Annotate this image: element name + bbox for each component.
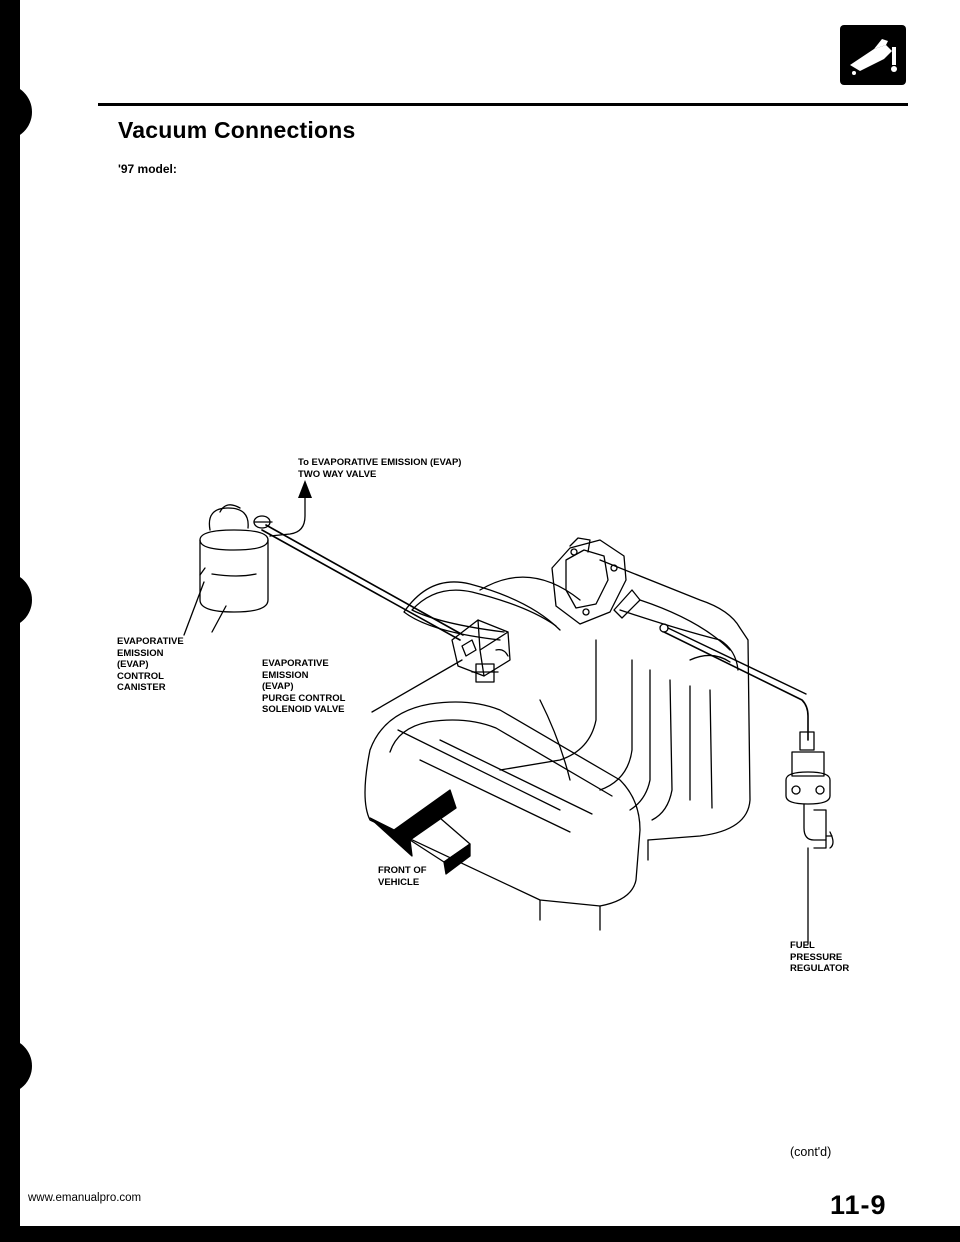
page-number: 11-9	[830, 1190, 887, 1220]
label-evap-canister: EVAPORATIVE EMISSION (EVAP) CONTROL CANI…	[117, 636, 184, 693]
label-front-of-vehicle: FRONT OF VEHICLE	[378, 865, 427, 888]
fuel-nozzle-icon	[840, 25, 906, 85]
purge-solenoid-valve	[451, 619, 511, 683]
front-arrow-icon	[369, 789, 471, 875]
section-title: Vacuum Connections	[118, 117, 356, 143]
model-subtitle: '97 model:	[118, 162, 177, 176]
header-rule	[98, 103, 908, 106]
continued-note: (cont'd)	[790, 1145, 832, 1159]
fuel-pressure-regulator	[785, 731, 834, 849]
evap-canister	[199, 504, 273, 633]
up-arrow-icon	[269, 480, 312, 537]
label-fuel-regulator: FUEL PRESSURE REGULATOR	[790, 940, 850, 974]
source-url[interactable]: www.emanualpro.com	[26, 1189, 148, 1207]
label-two-way-valve: To EVAPORATIVE EMISSION (EVAP) TWO WAY V…	[298, 457, 462, 480]
throttle-body	[551, 537, 669, 633]
intake-manifold	[479, 559, 751, 861]
label-purge-valve: EVAPORATIVE EMISSION (EVAP) PURGE CONTRO…	[262, 658, 346, 715]
cylinder-head-cover	[364, 701, 641, 931]
footer-bar	[0, 1226, 960, 1242]
